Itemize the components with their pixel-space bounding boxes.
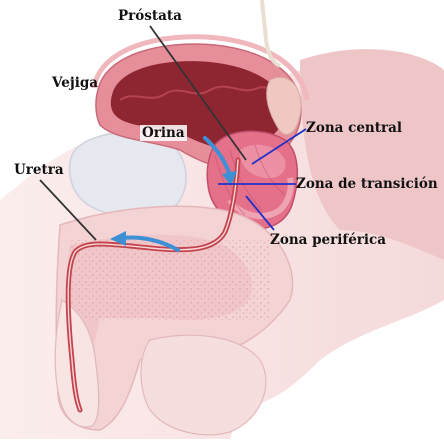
label-orina: Orina xyxy=(140,125,187,141)
scrotum xyxy=(141,335,266,435)
corpus-dotted-texture xyxy=(70,240,270,320)
label-vejiga: Vejiga xyxy=(52,75,98,91)
label-zona-transicion: Zona de transición xyxy=(296,176,438,192)
label-prostata: Próstata xyxy=(118,8,182,24)
label-uretra: Uretra xyxy=(14,162,64,178)
label-zona-periferica: Zona periférica xyxy=(270,232,386,248)
label-zona-central: Zona central xyxy=(306,120,402,136)
